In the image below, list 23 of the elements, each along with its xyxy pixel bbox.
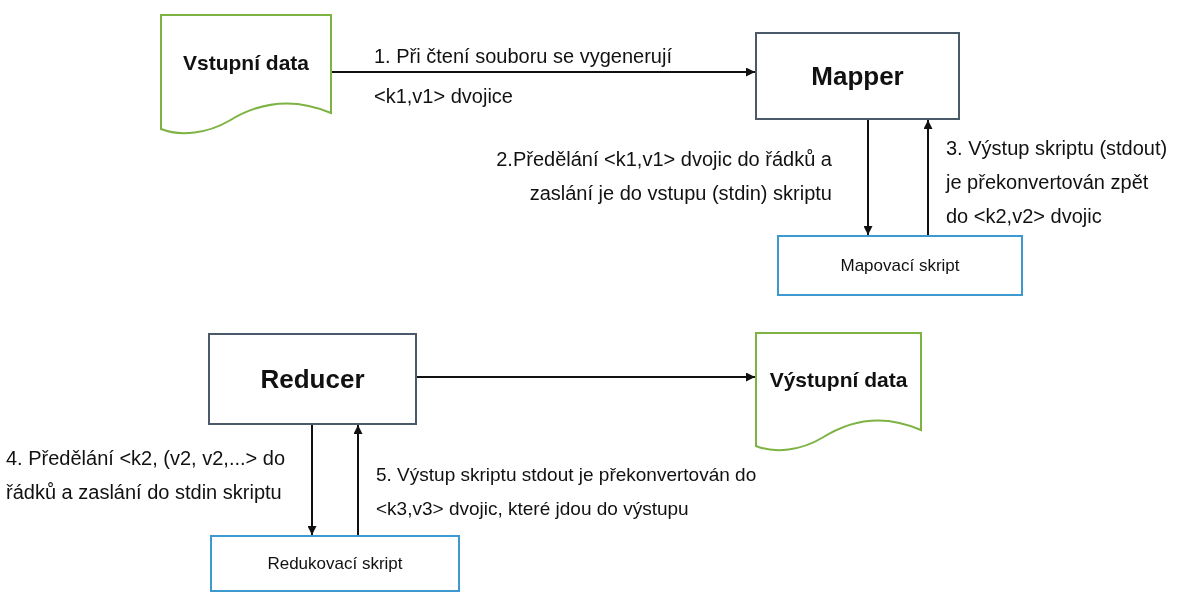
arrow [416, 372, 756, 382]
edge-label: 4. Předělání <k2, (v2, v2,...> do řádků a zaslání do stdin skriptu [6, 446, 287, 505]
arrow [307, 424, 317, 536]
node-label: Reducer [260, 363, 365, 395]
script-box [210, 535, 460, 592]
process-box [208, 333, 417, 425]
edge-label: 3. Výstup skriptu (stdout) je překonvertován zpět do <k2,v2> dvojic [946, 136, 1169, 229]
node-label: Redukovací skript [267, 553, 403, 574]
process-box [755, 32, 960, 120]
document-shape [755, 332, 922, 452]
edge-label: 5. Výstup skriptu stdout je překonvertován do <k3,v3> dvojic, které jdou do výstupu [376, 463, 758, 521]
node-label: Mapovací skript [840, 255, 960, 276]
arrow [923, 119, 933, 236]
node-label: Výstupní data [769, 368, 908, 392]
arrow [863, 119, 873, 236]
arrow [331, 67, 756, 77]
node-label: Mapper [811, 60, 904, 92]
arrow [353, 424, 363, 536]
edge-label: 1. Při čtení souboru se vygenerují <k1,v1> dvojice [374, 44, 673, 109]
node-label: Vstupní data [183, 50, 309, 75]
script-box [777, 235, 1023, 296]
document-shape [160, 14, 332, 135]
edge-label: 2.Předělání <k1,v1> dvojic do řádků a zaslání je do vstupu (stdin) skriptu [495, 147, 832, 206]
